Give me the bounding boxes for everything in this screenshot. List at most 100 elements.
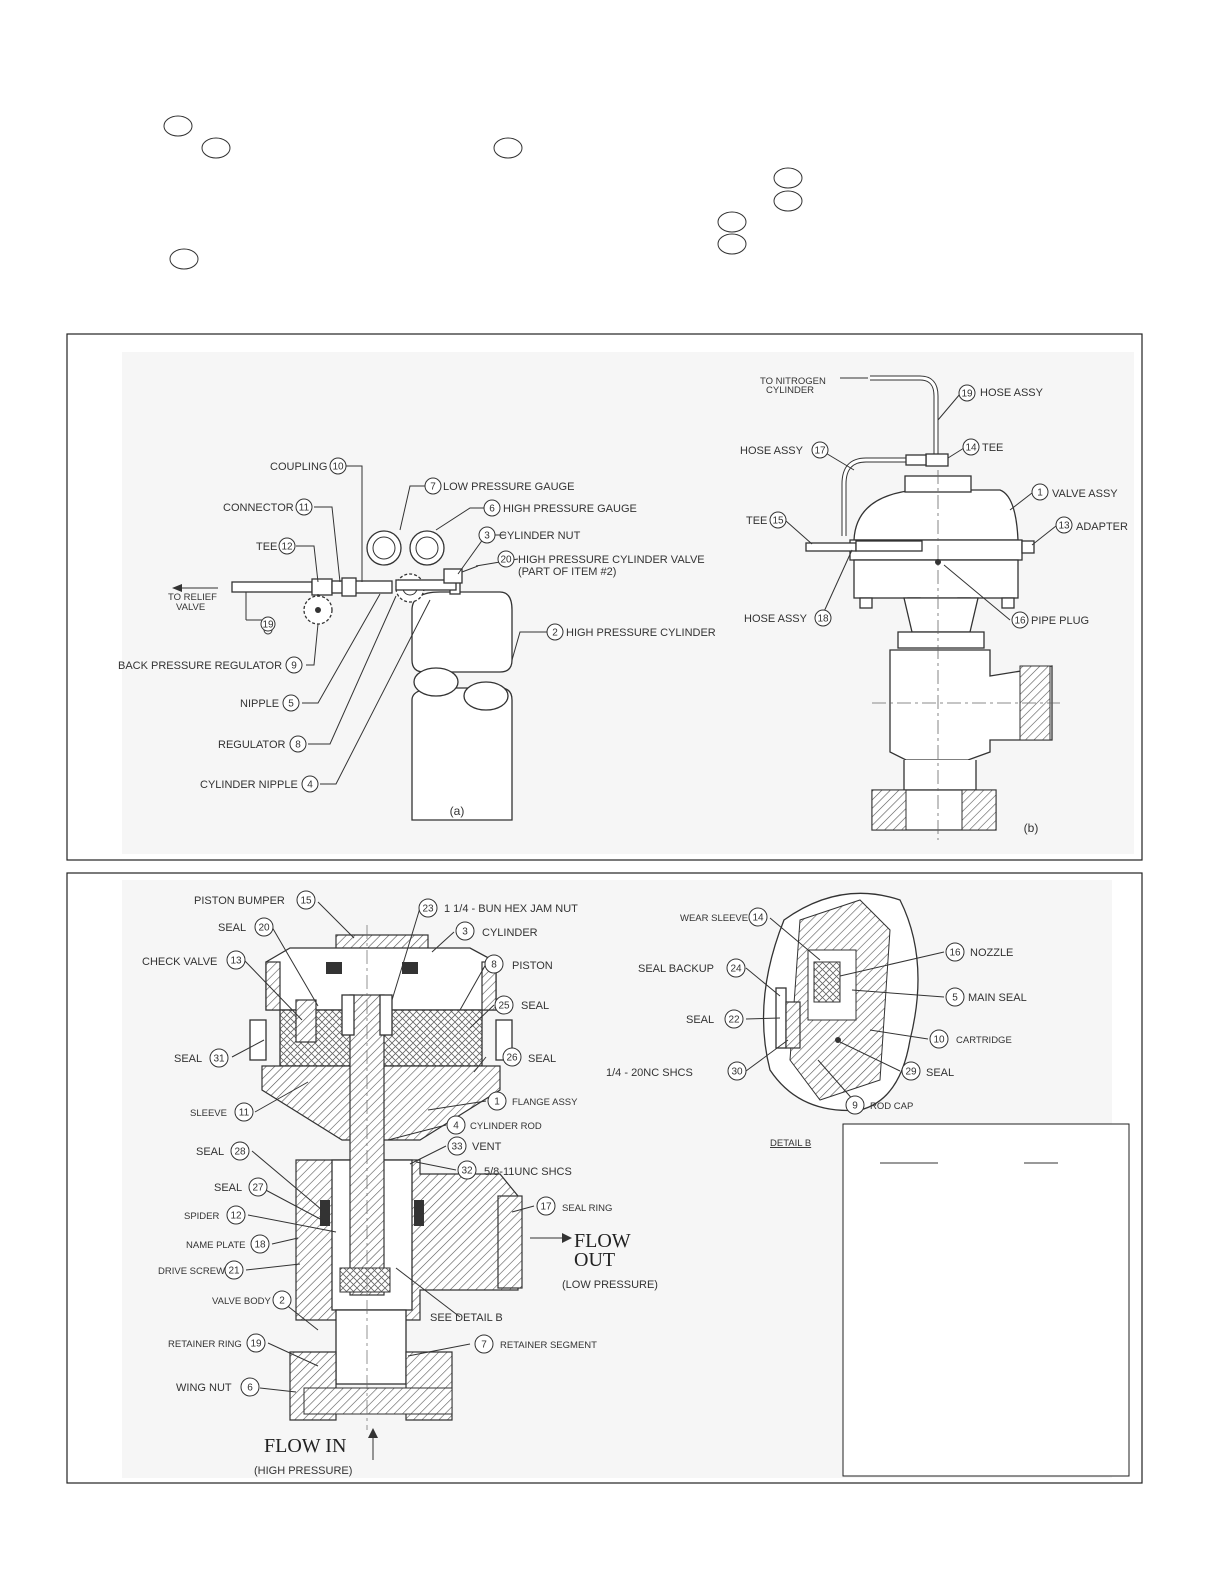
adapter-number: 13 (1058, 521, 1070, 532)
hose-17-label: HOSE ASSY (740, 445, 804, 457)
figure-a-labels: COUPLING 10 CONNECTOR 11 TEE 12 TO RELIE… (118, 457, 716, 818)
figure-a-caption: (a) (450, 804, 465, 818)
nozzle-number: 16 (949, 948, 961, 959)
adapter-label: ADAPTER (1076, 521, 1128, 533)
header-callout-bubbles (163, 115, 803, 270)
cylinder-nipple-number: 4 (307, 780, 313, 791)
flow-out-label-2: OUT (574, 1249, 615, 1271)
seal-29-label: SEAL (926, 1067, 954, 1079)
spider-label: SPIDER (184, 1211, 220, 1222)
regulator-label: REGULATOR (218, 739, 285, 751)
cylinder-rod-label: CYLINDER ROD (470, 1121, 542, 1132)
figure-a-drawing (172, 465, 550, 821)
pipe-plug-number: 16 (1014, 616, 1026, 627)
nozzle-label: NOZZLE (970, 947, 1013, 959)
piston-bumper-label: PISTON BUMPER (194, 895, 285, 907)
rod-cap-label: ROD CAP (870, 1101, 913, 1112)
high-pressure-gauge-label: HIGH PRESSURE GAUGE (503, 503, 637, 515)
hose-17-number: 17 (814, 446, 826, 457)
seal-26-number: 26 (506, 1053, 518, 1064)
to-nitrogen-label-1: TO NITROGEN (760, 376, 826, 387)
main-seal-number: 5 (952, 993, 958, 1004)
seal-backup-number: 24 (730, 964, 742, 975)
connector-label: CONNECTOR (223, 502, 294, 514)
to-relief-label-2: VALVE (176, 602, 205, 613)
cylinder-nut-number: 3 (484, 531, 490, 542)
to-relief-label-1: TO RELIEF (168, 592, 217, 603)
section-labels: PISTON BUMPER 15 23 1 1/4 - BUN HEX JAM … (142, 890, 658, 1477)
seal-29-number: 29 (905, 1067, 917, 1078)
wear-sleeve-number: 14 (752, 913, 764, 924)
drive-screw-label: DRIVE SCREW (158, 1266, 225, 1277)
cylinder-valve-number: 20 (500, 555, 512, 566)
retainer-segment-number: 7 (481, 1340, 487, 1351)
retainer-segment-label: RETAINER SEGMENT (500, 1340, 597, 1351)
figure-b-labels: TO NITROGEN CYLINDER 19 HOSE ASSY HOSE A… (740, 376, 1128, 835)
cylinder-rod-number: 4 (453, 1121, 459, 1132)
seal-20-label: SEAL (218, 922, 246, 934)
retainer-ring-number: 19 (250, 1339, 262, 1350)
valve-body-number: 2 (279, 1296, 285, 1307)
back-pressure-regulator-label: BACK PRESSURE REGULATOR (118, 660, 282, 672)
seal-31-number: 31 (213, 1054, 225, 1065)
detail-b-title: DETAIL B (770, 1138, 811, 1149)
tee-14-number: 14 (965, 443, 977, 454)
low-pressure-gauge-number: 7 (430, 482, 436, 493)
to-nitrogen-label-2: CYLINDER (766, 385, 814, 396)
main-seal-label: MAIN SEAL (968, 992, 1027, 1004)
high-pressure-cylinder-label: HIGH PRESSURE CYLINDER (566, 627, 716, 639)
shcs-32-label: 5/8-11UNC SHCS (484, 1166, 572, 1178)
seal-31-label: SEAL (174, 1053, 202, 1065)
coupling-number: 10 (332, 462, 344, 473)
high-pressure-cylinder-number: 2 (552, 628, 558, 639)
seal-25-number: 25 (498, 1001, 510, 1012)
seal-ring-number: 17 (540, 1202, 552, 1213)
seal-28-label: SEAL (196, 1146, 224, 1158)
cylinder-valve-label: HIGH PRESSURE CYLINDER VALVE (518, 554, 705, 566)
seal-22-label: SEAL (686, 1014, 714, 1026)
cartridge-label: CARTRIDGE (956, 1035, 1012, 1046)
cylinder-nipple-label: CYLINDER NIPPLE (200, 779, 298, 791)
seal-27-label: SEAL (214, 1182, 242, 1194)
high-pressure-gauge-number: 6 (489, 504, 495, 515)
vent-label: VENT (472, 1141, 502, 1153)
figure-b-drawing (785, 375, 1060, 840)
name-plate-label: NAME PLATE (186, 1240, 245, 1251)
valve-assy-number: 1 (1037, 488, 1043, 499)
vent-number: 33 (451, 1142, 463, 1153)
wear-sleeve-label: WEAR SLEEVE (680, 913, 748, 924)
wing-nut-label: WING NUT (176, 1382, 232, 1394)
tee-14-label: TEE (982, 442, 1003, 454)
piston-label: PISTON (512, 960, 553, 972)
tee-15-number: 15 (772, 516, 784, 527)
coupling-label: COUPLING (270, 461, 327, 473)
jam-nut-number: 23 (422, 904, 434, 915)
seal-ring-label: SEAL RING (562, 1203, 612, 1214)
figure-b-caption: (b) (1024, 821, 1039, 835)
cylinder-nut-label: CYLINDER NUT (499, 530, 581, 542)
connector-number: 11 (299, 503, 310, 514)
rod-cap-number: 9 (852, 1101, 858, 1112)
seal-27-number: 27 (252, 1183, 264, 1194)
flange-assy-number: 1 (494, 1097, 500, 1108)
shcs-30-number: 30 (731, 1067, 743, 1078)
seal-28-number: 28 (234, 1147, 246, 1158)
tee-number: 12 (281, 542, 293, 553)
see-detail-label: SEE DETAIL B (430, 1312, 503, 1324)
nipple-label: NIPPLE (240, 698, 279, 710)
detail-b-labels: WEAR SLEEVE 14 16 NOZZLE SEAL BACKUP 24 … (606, 907, 1027, 1149)
shcs-30-label: 1/4 - 20NC SHCS (606, 1067, 693, 1079)
detail-b-drawing (745, 892, 945, 1112)
cylinder-label: CYLINDER (482, 927, 538, 939)
valve-assy-label: VALVE ASSY (1052, 488, 1118, 500)
back-pressure-regulator-number: 9 (291, 661, 297, 672)
nipple-number: 5 (288, 699, 294, 710)
wing-nut-number: 6 (247, 1383, 253, 1394)
seal-25-label: SEAL (521, 1000, 549, 1012)
sleeve-number: 11 (239, 1108, 250, 1119)
hose-18-number: 18 (817, 614, 829, 625)
item-19-number: 19 (262, 620, 274, 631)
retainer-ring-label: RETAINER RING (168, 1339, 242, 1350)
sleeve-label: SLEEVE (190, 1108, 227, 1119)
